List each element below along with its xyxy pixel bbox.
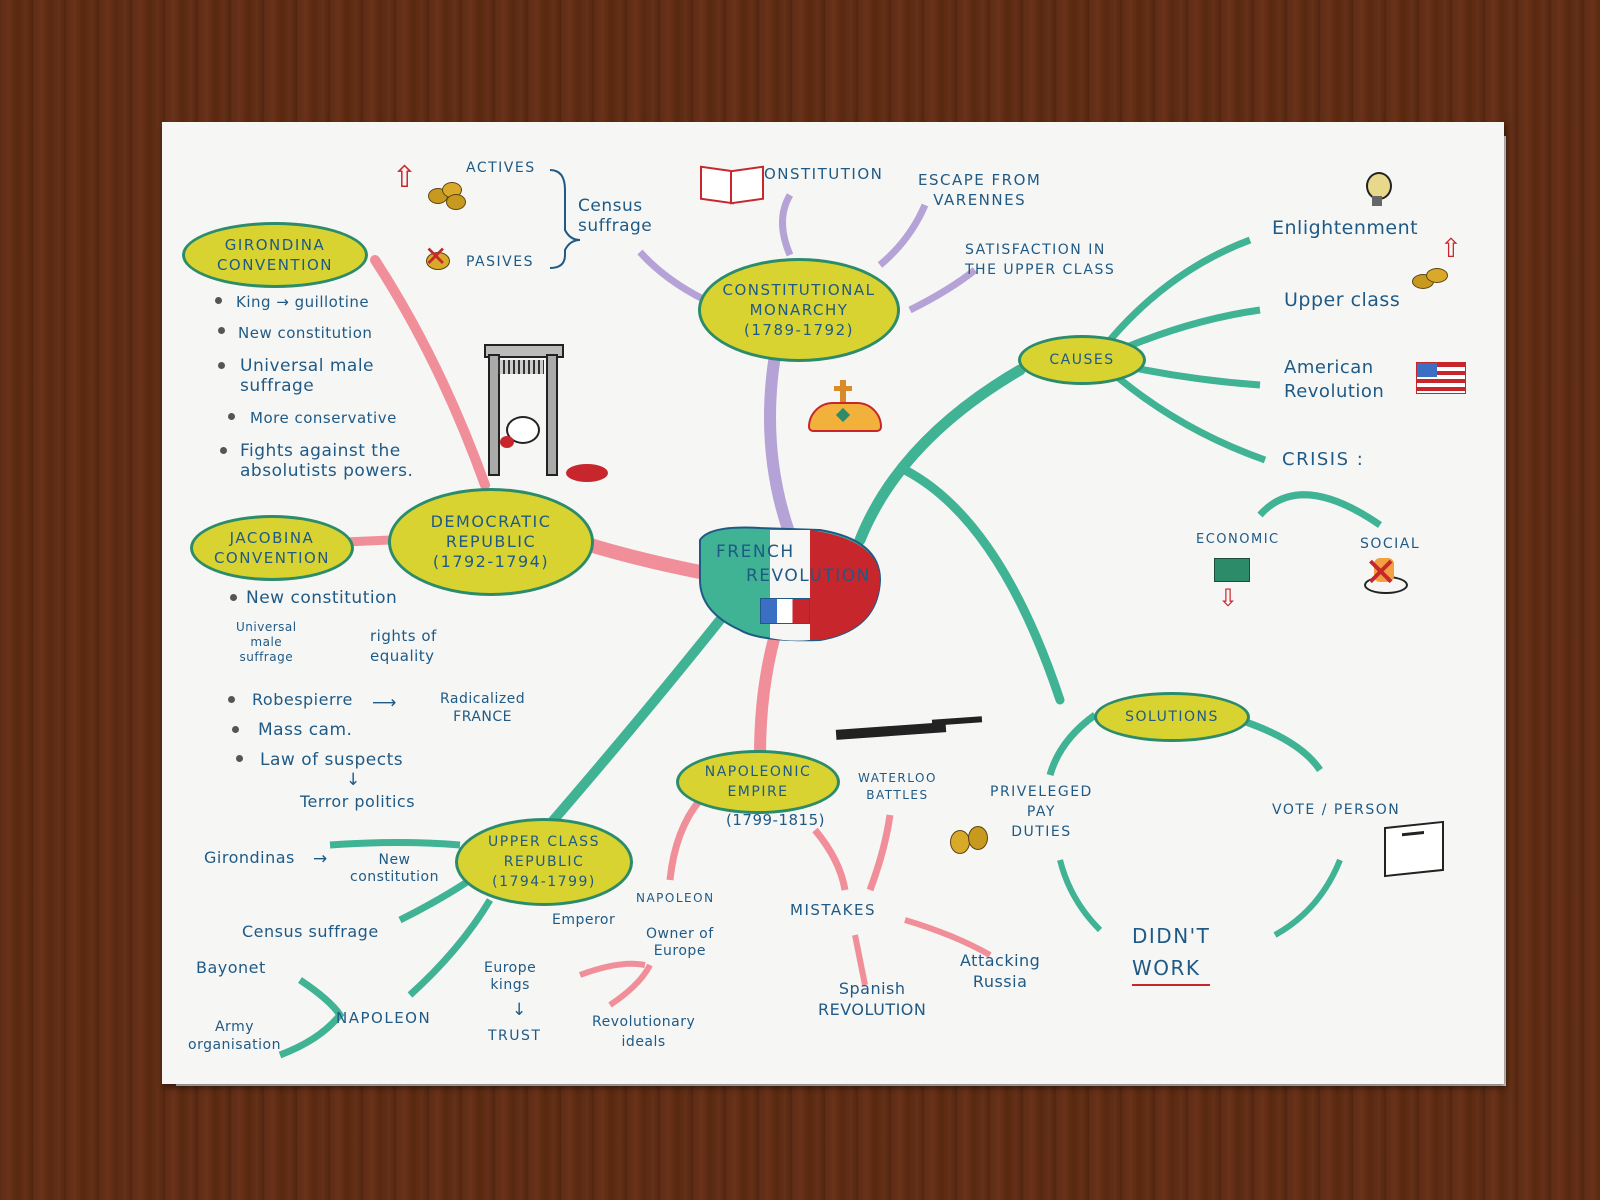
- girondina-item-3: Universal male suffrage: [240, 356, 375, 396]
- blood-icon: [566, 464, 608, 482]
- jacobina-rights: rights of equality: [370, 627, 437, 665]
- upper-girondinas: Girondinas: [204, 848, 295, 867]
- napoleonic-emperor: Emperor: [552, 912, 616, 928]
- label-constitution: CONSTITUTION: [752, 165, 884, 183]
- bullet: [215, 297, 222, 304]
- solution-vote: VOTE / PERSON: [1272, 802, 1401, 818]
- crossed-coins-icon: ✕: [422, 240, 458, 274]
- branch-center-democratic: [583, 538, 707, 579]
- label-escape-varennes: ESCAPE FROM VARENNES: [918, 171, 1042, 209]
- center-title-line2: REVOLUTION: [746, 566, 871, 586]
- coins-icon: [1412, 268, 1448, 290]
- label-census-suffrage: Census suffrage: [578, 196, 653, 236]
- napoleonic-russia: Attacking Russia: [960, 951, 1041, 991]
- branch-causes-solutions: [900, 465, 1065, 705]
- node-causes: CAUSES: [1018, 335, 1146, 385]
- napoleonic-kings: Europe kings: [484, 960, 537, 993]
- branch-center-causes: [854, 364, 1026, 546]
- node-constitutional-monarchy: CONSTITUTIONAL MONARCHY (1789-1792): [698, 258, 900, 362]
- cause-american: American Revolution: [1284, 357, 1385, 402]
- jacobina-terror: Terror politics: [300, 792, 416, 811]
- bullet: [232, 726, 239, 733]
- flag-icon: [1416, 362, 1466, 394]
- ballot-box-icon: [1384, 820, 1444, 878]
- jacobina-new-constitution: New constitution: [246, 588, 398, 608]
- napoleonic-spanish: Spanish REVOLUTION: [818, 979, 927, 1019]
- upper-new-constitution: New constitution: [350, 852, 439, 885]
- jacobina-mass: Mass cam.: [258, 720, 353, 740]
- cause-enlightenment: Enlightenment: [1272, 217, 1419, 239]
- node-jacobina-convention: JACOBINA CONVENTION: [190, 515, 354, 581]
- jacobina-robespierre: Robespierre: [252, 690, 353, 709]
- crown-icon: [808, 380, 882, 436]
- girondina-item-5: Fights against the absolutists powers.: [240, 441, 414, 481]
- upper-army: Army organisation: [188, 1019, 281, 1053]
- branch-center-napoleonic: [754, 629, 781, 761]
- cause-economic: ECONOMIC: [1196, 532, 1280, 547]
- cause-upper-class: Upper class: [1284, 289, 1401, 311]
- bullet: [236, 755, 243, 762]
- branch-center-constitutional: [764, 349, 796, 541]
- napoleonic-years: (1799-1815): [726, 811, 825, 829]
- napoleonic-owner: Owner of Europe: [646, 926, 714, 959]
- jacobina-universal: Universal male suffrage: [236, 620, 297, 664]
- arrow-up-icon: ⇧: [392, 160, 418, 195]
- upper-napoleon: NAPOLEON: [336, 1009, 432, 1027]
- money-icon: [1214, 558, 1250, 582]
- napoleonic-mistakes: MISTAKES: [790, 901, 876, 919]
- coins-icon: [428, 180, 468, 210]
- label-actives: ACTIVES: [466, 160, 536, 176]
- jacobina-radicalized: Radicalized FRANCE: [440, 691, 526, 725]
- girondina-item-4: More conservative: [250, 409, 397, 427]
- napoleonic-ideals: Revolutionary ideals: [592, 1014, 696, 1050]
- label-satisfaction: SATISFACTION IN THE UPPER CLASS: [965, 242, 1116, 278]
- coins-icon: [950, 826, 990, 856]
- node-napoleonic-empire: NAPOLEONIC EMPIRE: [676, 750, 840, 814]
- node-upper-class-republic: UPPER CLASS REPUBLIC (1794-1799): [455, 818, 633, 906]
- node-girondina-convention: GIRONDINA CONVENTION: [182, 222, 368, 288]
- jacobina-law: Law of suspects: [260, 750, 404, 770]
- arrow-up-icon: ⇧: [1440, 234, 1462, 264]
- node-solutions: SOLUTIONS: [1094, 692, 1250, 742]
- napoleonic-trust: TRUST: [488, 1028, 542, 1044]
- bulb-icon: [1366, 172, 1392, 210]
- napoleonic-waterloo: WATERLOO BATTLES: [858, 771, 937, 802]
- solution-privileged: PRIVELEGED PAY DUTIES: [990, 784, 1093, 840]
- bullet: [228, 696, 235, 703]
- arrow-glyph: →: [313, 849, 328, 869]
- book-icon: [700, 165, 764, 205]
- center-title-line1: FRENCH: [716, 542, 795, 562]
- bullet: [218, 327, 225, 334]
- arrow-glyph: ⟶: [372, 693, 397, 713]
- arrow-glyph: ↓: [346, 770, 361, 790]
- cause-social: SOCIAL: [1360, 536, 1421, 552]
- arrow-down-icon: ⇩: [1218, 584, 1239, 612]
- node-democratic-republic: DEMOCRATIC REPUBLIC (1792-1794): [388, 488, 594, 596]
- social-crossed-icon: ✕: [1360, 550, 1410, 600]
- upper-census: Census suffrage: [242, 922, 379, 941]
- cause-crisis: CRISIS :: [1282, 449, 1365, 470]
- branch-democratic-girondina: [370, 255, 490, 490]
- napoleonic-napoleon: NAPOLEON: [636, 891, 715, 905]
- bullet: [220, 447, 227, 454]
- upper-bayonet: Bayonet: [196, 958, 266, 977]
- arrow-glyph: ↓: [512, 1000, 527, 1020]
- branch-center-upper: [540, 615, 725, 835]
- bullet: [218, 362, 225, 369]
- bullet: [228, 413, 235, 420]
- girondina-item-2: New constitution: [238, 324, 373, 342]
- bullet: [230, 594, 237, 601]
- guillotine-icon: [482, 344, 564, 476]
- girondina-item-1: King → guillotine: [236, 293, 370, 311]
- rifle-icon: [835, 716, 986, 740]
- solution-didnt-work: DIDN'T WORK: [1132, 920, 1211, 986]
- label-pasives: PASIVES: [466, 254, 534, 270]
- mini-flag-icon: [760, 598, 810, 624]
